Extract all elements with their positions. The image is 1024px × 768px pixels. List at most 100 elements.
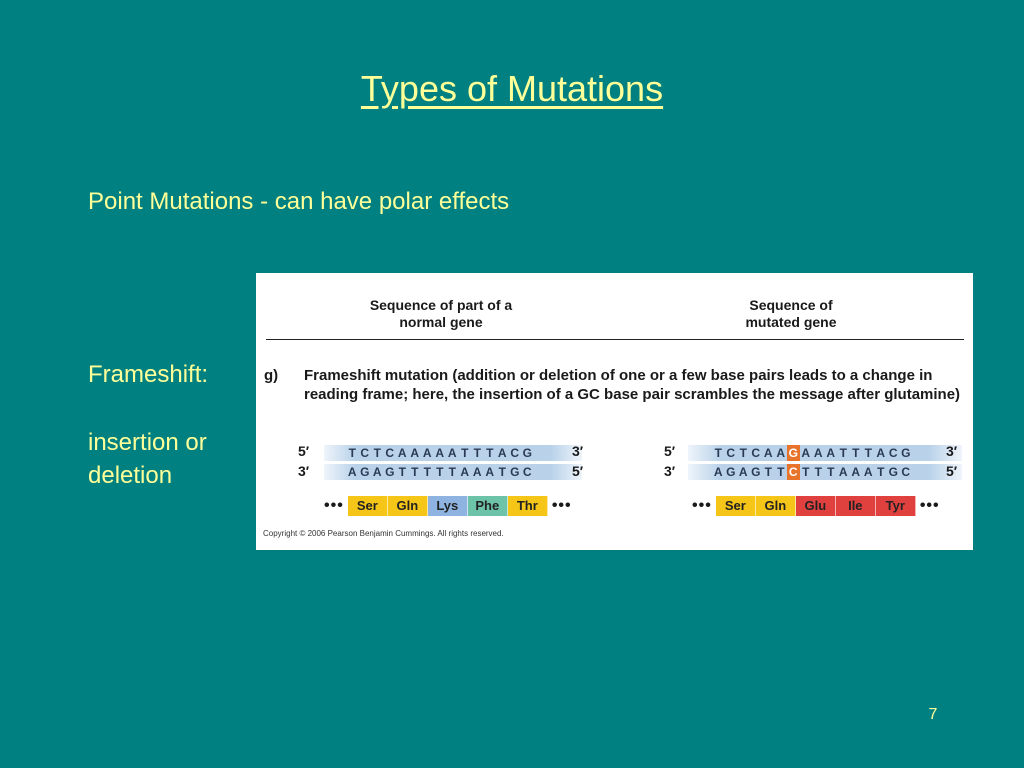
base: C — [751, 446, 761, 460]
base: T — [448, 465, 456, 479]
base: T — [423, 465, 431, 479]
heading-divider — [266, 339, 964, 340]
chain-dots-left: ••• — [692, 497, 712, 514]
base: A — [372, 465, 382, 479]
base: A — [713, 465, 723, 479]
base: A — [347, 465, 357, 479]
copyright-notice: Copyright © 2006 Pearson Benjamin Cummin… — [263, 529, 504, 538]
slide-subtitle: Point Mutations - can have polar effects — [88, 188, 510, 215]
mutated-bottom-5prime: 5′ — [946, 463, 958, 479]
base: T — [348, 446, 356, 460]
base: T — [714, 446, 722, 460]
mutated-top-5prime: 5′ — [664, 443, 676, 459]
base: T — [764, 465, 772, 479]
page-number: 7 — [928, 706, 938, 723]
base: A — [472, 465, 482, 479]
base: T — [739, 446, 747, 460]
base: G — [522, 446, 532, 460]
amino-acid-gln: Gln — [387, 496, 428, 516]
normal-gene-heading: Sequence of part of a normal gene — [346, 297, 536, 331]
base: C — [726, 446, 736, 460]
base: T — [411, 465, 419, 479]
base: G — [751, 465, 761, 479]
base: T — [877, 465, 885, 479]
normal-bottom-3prime: 3′ — [298, 463, 310, 479]
base: G — [726, 465, 736, 479]
base: C — [510, 446, 520, 460]
base: T — [498, 465, 506, 479]
base: A — [460, 465, 470, 479]
base: G — [360, 465, 370, 479]
amino-acid-ser: Ser — [347, 496, 388, 516]
part-label: g) — [264, 367, 279, 384]
amino-acid-glu: Glu — [795, 496, 836, 516]
amino-acid-gln: Gln — [755, 496, 796, 516]
base: T — [777, 465, 785, 479]
base: T — [864, 446, 872, 460]
base: A — [838, 465, 848, 479]
chain-dots-left: ••• — [324, 497, 344, 514]
base: A — [763, 446, 773, 460]
base: A — [826, 446, 836, 460]
inserted-base: G — [787, 445, 800, 461]
amino-acid-thr: Thr — [507, 496, 548, 516]
frameshift-figure: Sequence of part of a normal gene Sequen… — [256, 273, 973, 550]
base: C — [888, 446, 898, 460]
frameshift-label: Frameshift: — [88, 361, 209, 388]
base: C — [901, 465, 911, 479]
base: G — [888, 465, 898, 479]
base: G — [510, 465, 520, 479]
amino-acid-lys: Lys — [427, 496, 468, 516]
insertion-label-line2: deletion — [88, 462, 173, 489]
base: T — [802, 465, 810, 479]
mutated-top-3prime: 3′ — [946, 443, 958, 459]
amino-acid-tyr: Tyr — [875, 496, 916, 516]
normal-top-5prime: 5′ — [298, 443, 310, 459]
base: A — [851, 465, 861, 479]
mutated-bottom-3prime: 3′ — [664, 463, 676, 479]
normal-top-3prime: 3′ — [572, 443, 584, 459]
base: T — [461, 446, 469, 460]
chain-dots-right: ••• — [551, 497, 572, 514]
base: T — [852, 446, 860, 460]
base: T — [473, 446, 481, 460]
inserted-base: C — [787, 464, 800, 480]
base: C — [385, 446, 395, 460]
chain-dots-right: ••• — [919, 497, 940, 514]
insertion-label-line1: insertion or — [88, 429, 207, 456]
base: G — [385, 465, 395, 479]
base: T — [486, 446, 494, 460]
mutated-heading-line1: Sequence of — [749, 297, 833, 313]
base: A — [876, 446, 886, 460]
amino-acid-ser: Ser — [715, 496, 756, 516]
base: A — [397, 446, 407, 460]
base: T — [398, 465, 406, 479]
base: G — [901, 446, 911, 460]
amino-acid-ile: Ile — [835, 496, 876, 516]
base: A — [422, 446, 432, 460]
base: C — [522, 465, 532, 479]
base: A — [497, 446, 507, 460]
base: A — [435, 446, 445, 460]
base: T — [839, 446, 847, 460]
mutated-heading-line2: mutated gene — [745, 314, 837, 330]
base: A — [410, 446, 420, 460]
base: T — [373, 446, 381, 460]
base: A — [801, 446, 811, 460]
normal-bottom-5prime: 5′ — [572, 463, 584, 479]
slide-title: Types of Mutations — [360, 68, 664, 109]
mutated-gene-heading: Sequence of mutated gene — [696, 297, 886, 331]
normal-heading-line1: Sequence of part of a — [369, 297, 513, 313]
base: A — [776, 446, 786, 460]
base: A — [863, 465, 873, 479]
base: T — [827, 465, 835, 479]
base: T — [436, 465, 444, 479]
base: C — [360, 446, 370, 460]
base: A — [485, 465, 495, 479]
